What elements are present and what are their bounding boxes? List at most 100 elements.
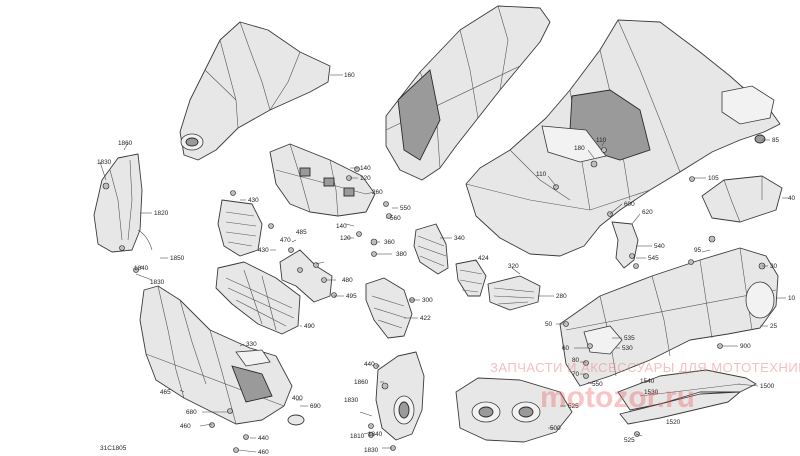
- part-label: 1520: [666, 419, 681, 426]
- part-label: 690: [310, 403, 321, 410]
- part-260-bracket: [269, 143, 376, 217]
- part-label: 1530: [644, 389, 659, 396]
- part-label: 560: [390, 215, 401, 222]
- part-10-body: [559, 247, 779, 387]
- part-label: 360: [384, 239, 395, 246]
- part-label: 60: [562, 345, 570, 352]
- part-label: 422: [420, 315, 431, 322]
- part-680-plug: [287, 414, 305, 426]
- part-400-bumper: [139, 285, 293, 425]
- part-main-hood: [465, 19, 781, 257]
- part-label: 70: [572, 371, 580, 378]
- part-280-mesh: [487, 275, 541, 311]
- part-label: 430: [258, 247, 269, 254]
- part-label: 495: [346, 293, 357, 300]
- part-label: 1820: [154, 210, 169, 217]
- part-label: 620: [642, 209, 653, 216]
- part-label: 280: [556, 293, 567, 300]
- part-label: 110: [536, 171, 547, 178]
- part-label: 680: [186, 409, 197, 416]
- part-label: 460: [258, 449, 269, 456]
- part-label: 95: [694, 247, 702, 254]
- part-label: 160: [344, 72, 355, 79]
- part-label: 465: [160, 389, 171, 396]
- part-label: 1500: [760, 383, 775, 390]
- part-label: 1830: [97, 159, 112, 166]
- part-label: 470: [280, 237, 291, 244]
- part-label: 300: [422, 297, 433, 304]
- part-label: 380: [396, 251, 407, 258]
- part-label: 550: [592, 381, 603, 388]
- part-label: 110: [596, 137, 607, 144]
- part-label: 535: [624, 335, 635, 342]
- part-label: 490: [304, 323, 315, 330]
- part-label: 530: [622, 345, 633, 352]
- part-label: 1830: [344, 397, 359, 404]
- part-label: 1830: [364, 447, 379, 454]
- part-label: 550: [400, 205, 411, 212]
- watermark-text: ЗАПЧАСТИ И АКСЕССУАРЫ ДЛЯ МОТОТЕХНИКИ: [490, 360, 800, 375]
- part-label: 10: [788, 295, 796, 302]
- part-422-grille-lower: [215, 261, 301, 335]
- part-label: 1860: [118, 140, 133, 147]
- part-label: 25: [770, 323, 778, 330]
- part-label: 1840: [368, 431, 383, 438]
- part-1820-side-panel: [93, 153, 153, 273]
- watermark-logo: motozor.ru: [540, 381, 695, 414]
- part-label: 105: [708, 175, 719, 182]
- part-label: 180: [574, 145, 585, 152]
- part-label: 1840: [134, 265, 149, 272]
- part-label: 1850: [170, 255, 185, 262]
- part-label: 30: [770, 263, 778, 270]
- part-label: 480: [342, 277, 353, 284]
- part-label: 320: [508, 263, 519, 270]
- part-label: 85: [772, 137, 780, 144]
- part-label: 485: [296, 229, 307, 236]
- part-label: 440: [364, 361, 375, 368]
- part-label: 50: [545, 321, 553, 328]
- part-480-bracket: [279, 249, 333, 303]
- part-label: 500: [550, 425, 561, 432]
- part-40-cover: [701, 175, 783, 223]
- part-label: 460: [180, 423, 191, 430]
- part-label: 330: [246, 341, 257, 348]
- leader-lines: [99, 74, 788, 453]
- part-label: 525: [568, 403, 579, 410]
- part-label: 600: [624, 201, 635, 208]
- part-1810-deflector: [375, 351, 425, 441]
- part-530-bracket: [583, 325, 623, 355]
- part-label: 1860: [354, 379, 369, 386]
- part-label: 120: [360, 175, 371, 182]
- part-300-mesh: [413, 223, 449, 275]
- part-label: 430: [248, 197, 259, 204]
- part-label: 260: [372, 189, 383, 196]
- part-label: 525: [624, 437, 635, 444]
- part-label: 440: [258, 435, 269, 442]
- part-160-nose-cover: [179, 21, 331, 161]
- diagram-code: 31C1805: [100, 445, 127, 452]
- part-label: 1830: [150, 279, 165, 286]
- part-number-labels: 1601860183018201850184018301401202604305…: [97, 72, 796, 456]
- part-500-headlight: [455, 377, 573, 443]
- part-label: 540: [654, 243, 665, 250]
- part-85-knob: [754, 134, 766, 144]
- part-540-bracket: [611, 221, 639, 269]
- part-label: 1540: [640, 378, 655, 385]
- part-label: 340: [454, 235, 465, 242]
- part-label: 80: [572, 357, 580, 364]
- part-label: 424: [478, 255, 489, 262]
- part-424-cover: [365, 277, 413, 339]
- part-label: 400: [292, 395, 303, 402]
- part-1500-fender-trim: [617, 369, 757, 411]
- part-320-grille: [455, 259, 487, 297]
- part-label: 120: [340, 235, 351, 242]
- fasteners: [209, 147, 766, 453]
- part-label: 40: [788, 195, 796, 202]
- part-label: 140: [336, 223, 347, 230]
- part-label: 900: [740, 343, 751, 350]
- part-label: 140: [360, 165, 371, 172]
- part-label: 545: [648, 255, 659, 262]
- part-430-grille-upper: [217, 199, 263, 257]
